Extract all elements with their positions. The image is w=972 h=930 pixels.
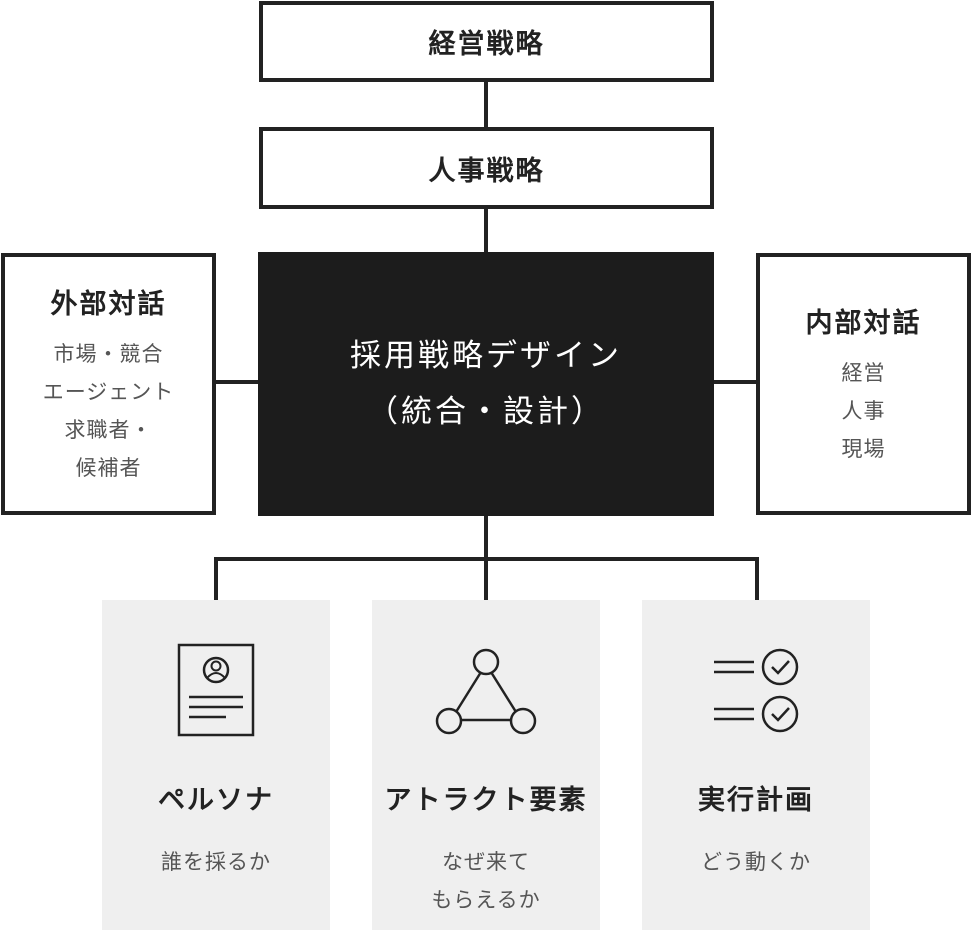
hr-strategy-label: 人事戦略 bbox=[428, 155, 545, 187]
center-title-line-1: 採用戦略デザイン bbox=[350, 338, 622, 374]
connector-to-card-1 bbox=[214, 557, 218, 600]
internal-dialogue-item: 現場 bbox=[841, 436, 886, 461]
internal-dialogue-box: 内部対話 経営 人事 現場 bbox=[756, 253, 971, 515]
action-plan-card-subtitle: どう動くか bbox=[701, 850, 811, 874]
attract-card-subtitle: なぜ来て bbox=[442, 850, 530, 874]
connector-hr-center bbox=[484, 207, 488, 253]
attract-card: アトラクト要素 なぜ来て もらえるか bbox=[372, 600, 600, 930]
management-strategy-box: 経営戦略 bbox=[259, 1, 714, 82]
action-plan-card-title: 実行計画 bbox=[698, 785, 814, 816]
external-dialogue-item: 市場・競合 bbox=[53, 341, 164, 366]
connector-to-card-2 bbox=[484, 557, 488, 600]
external-dialogue-title: 外部対話 bbox=[50, 288, 167, 320]
persona-card: ペルソナ 誰を採るか bbox=[102, 600, 330, 930]
connector-external-center bbox=[213, 380, 260, 384]
connector-center-internal bbox=[713, 380, 758, 384]
checklist-icon bbox=[696, 640, 816, 740]
attract-card-title: アトラクト要素 bbox=[384, 785, 588, 816]
external-dialogue-item: 候補者 bbox=[75, 455, 142, 480]
hr-strategy-box: 人事戦略 bbox=[259, 127, 714, 209]
internal-dialogue-item: 経営 bbox=[841, 360, 886, 385]
attract-card-subtitle: もらえるか bbox=[431, 888, 541, 912]
external-dialogue-box: 外部対話 市場・競合 エージェント 求職者・ 候補者 bbox=[1, 253, 216, 515]
action-plan-card: 実行計画 どう動くか bbox=[642, 600, 870, 930]
connector-management-hr bbox=[484, 80, 488, 128]
external-dialogue-item: エージェント bbox=[42, 379, 175, 404]
persona-card-subtitle: 誰を採るか bbox=[161, 850, 271, 874]
external-dialogue-item: 求職者・ bbox=[64, 417, 153, 442]
connector-to-card-3 bbox=[755, 557, 759, 600]
recruitment-strategy-design-box: 採用戦略デザイン （統合・設計） bbox=[258, 252, 714, 516]
persona-card-title: ペルソナ bbox=[158, 785, 274, 816]
connector-center-down bbox=[484, 515, 488, 560]
center-title-line-2: （統合・設計） bbox=[367, 394, 605, 430]
triangle-network-icon bbox=[426, 640, 546, 740]
management-strategy-label: 経営戦略 bbox=[428, 29, 545, 60]
persona-document-icon bbox=[156, 640, 276, 740]
internal-dialogue-title: 内部対話 bbox=[805, 307, 922, 339]
internal-dialogue-item: 人事 bbox=[841, 398, 886, 423]
